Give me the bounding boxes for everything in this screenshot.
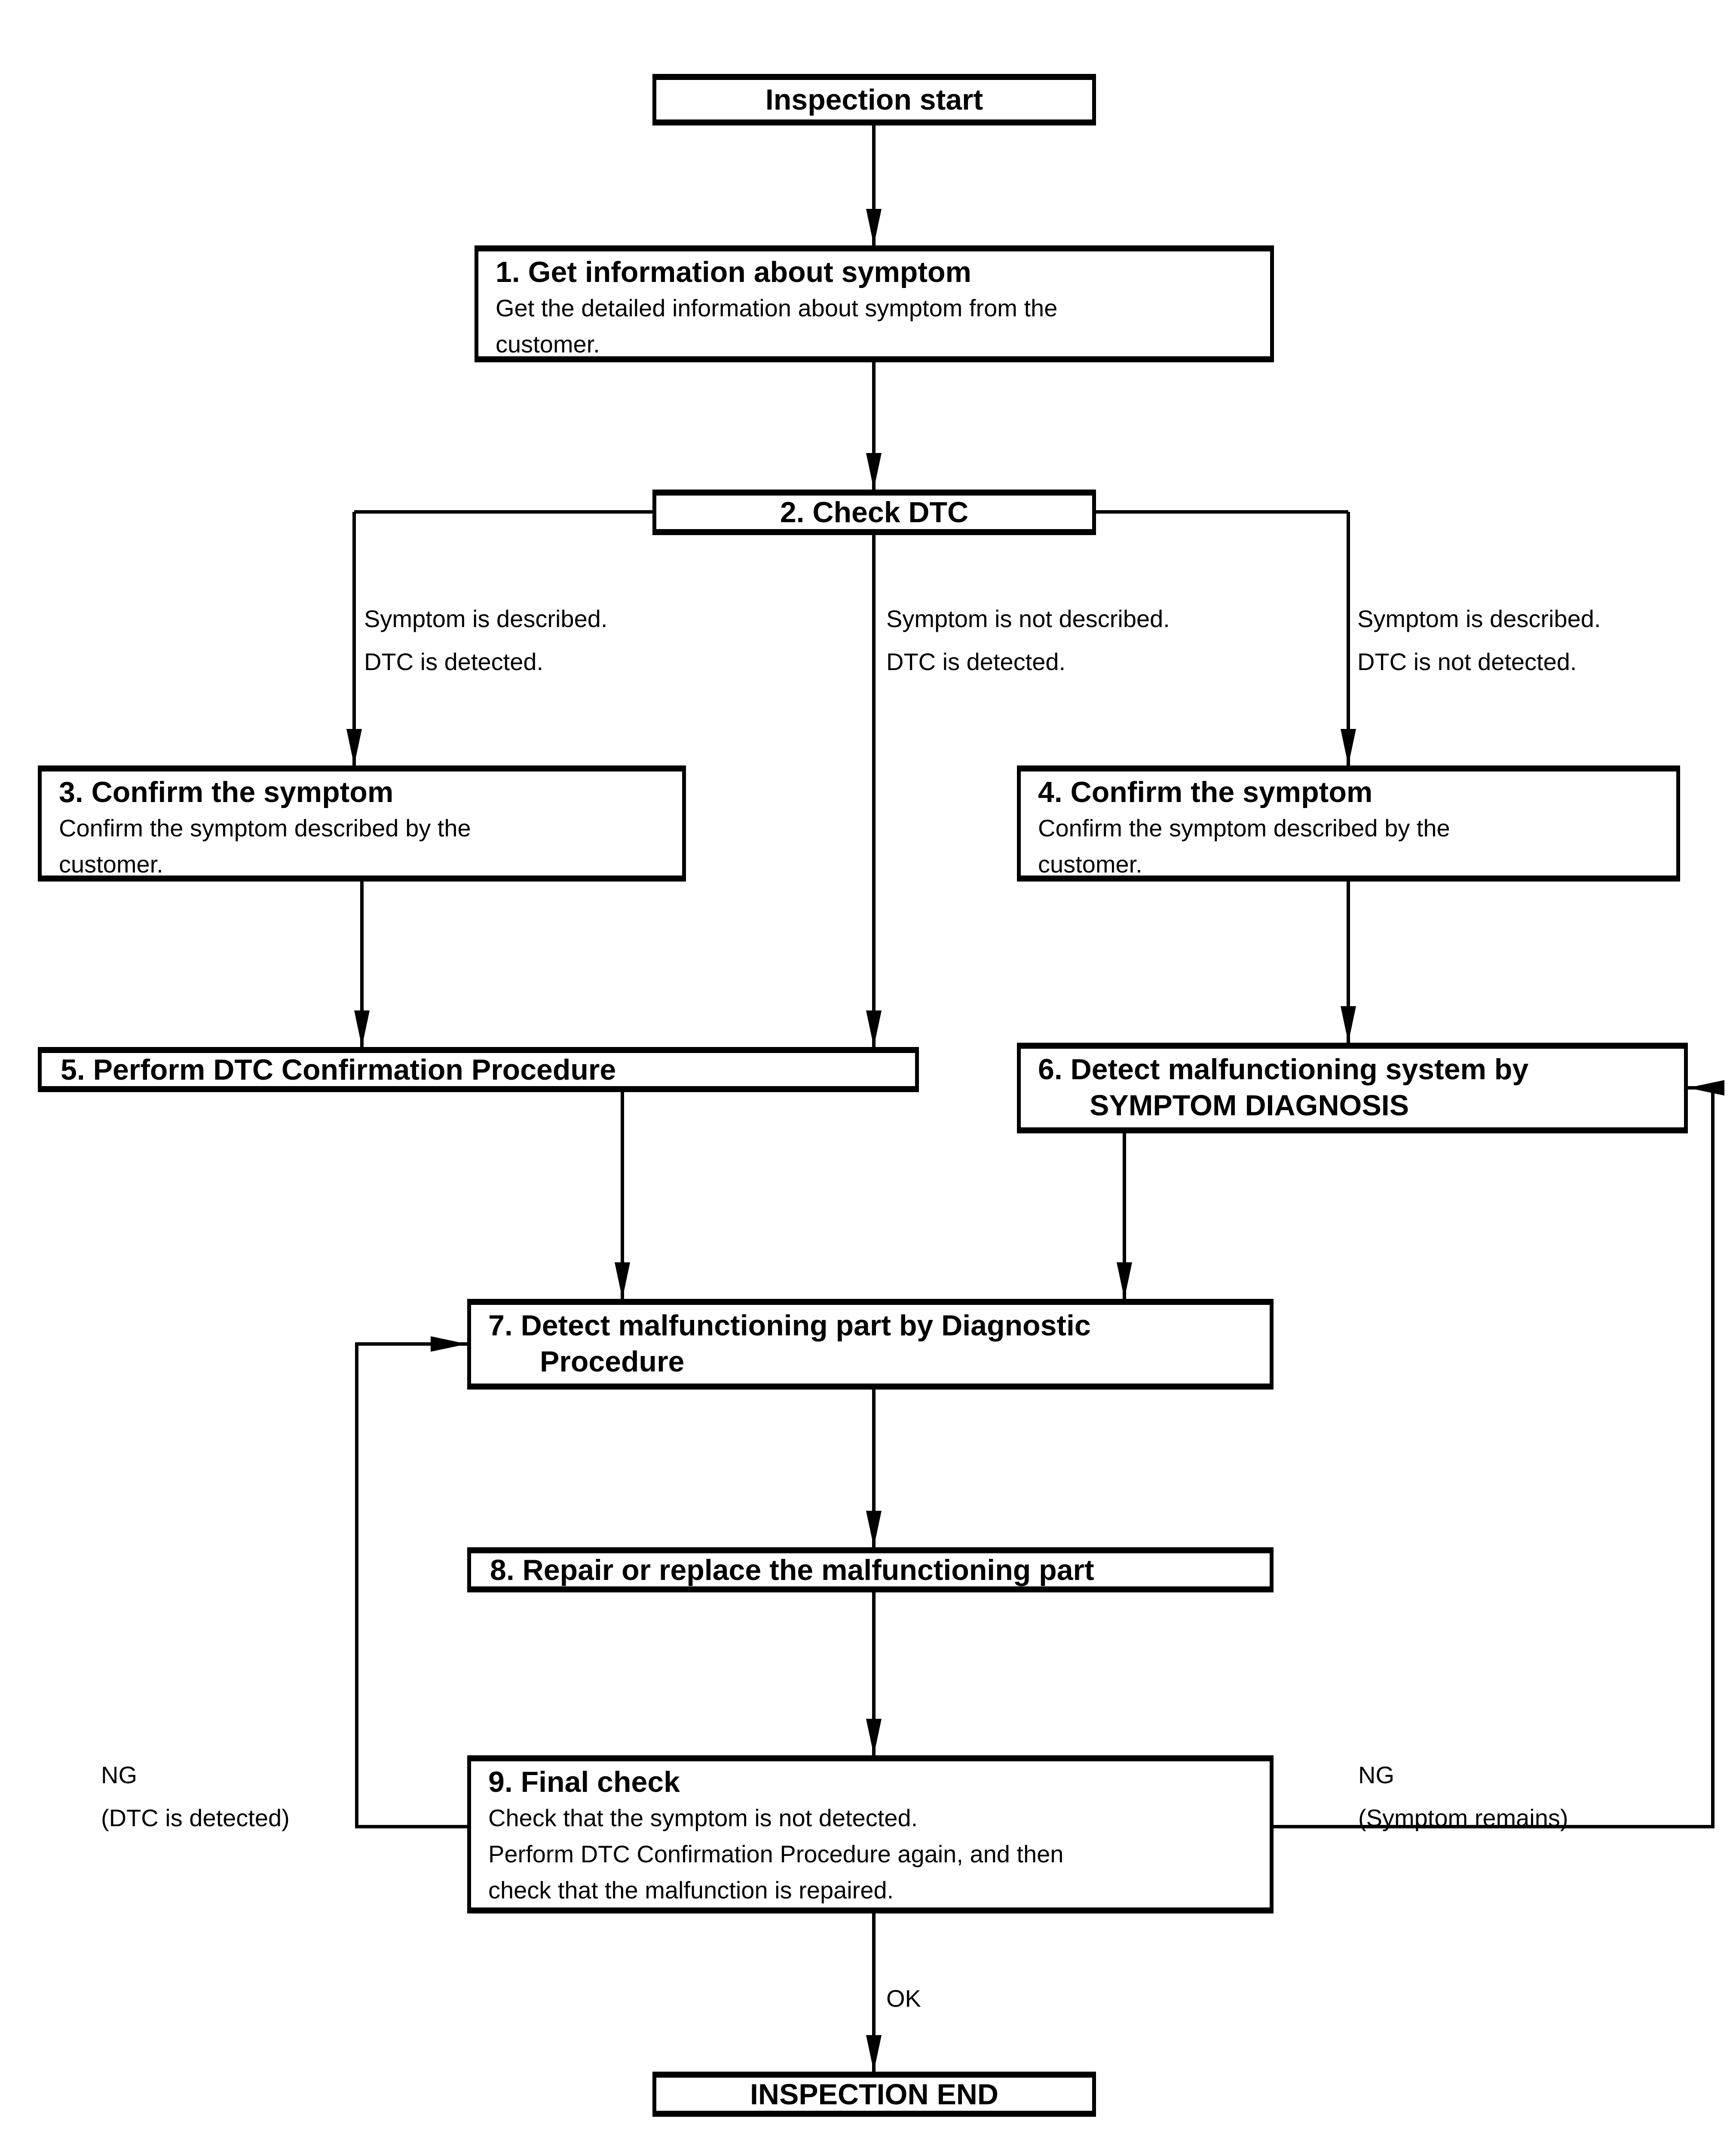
label-ng-right: NG (Symptom remains): [1358, 1754, 1568, 1840]
arrowhead-into-9: [866, 1719, 882, 1755]
connector-ng-left-bottom-horizontal: [355, 1825, 467, 1828]
label-line: DTC is detected.: [886, 648, 1066, 675]
arrowhead-ng-left-into-7: [431, 1336, 467, 1352]
node-title: 4. Confirm the symptom: [1038, 776, 1373, 808]
node-title: 6. Detect malfunctioning system by: [1038, 1053, 1529, 1086]
node-1-get-information: 1. Get information about symptom Get the…: [475, 245, 1274, 362]
arrowhead-ng-right-into-6: [1688, 1080, 1724, 1096]
label-line: (DTC is detected): [101, 1804, 290, 1831]
node-title: Inspection start: [765, 83, 983, 116]
node-title: INSPECTION END: [750, 2078, 999, 2111]
connector-ng-left-vertical: [355, 1344, 358, 1828]
connector-4-to-6: [1347, 882, 1350, 1043]
connector-6-to-7: [1123, 1133, 1126, 1299]
node-body-line: Get the detailed information about sympt…: [496, 294, 1058, 321]
label-line: NG: [101, 1761, 137, 1788]
node-9-final-check: 9. Final check Check that the symptom is…: [467, 1755, 1274, 1913]
arrowhead-5-into-7: [615, 1262, 630, 1299]
label-line: Symptom is described.: [364, 605, 608, 632]
node-6-detect-malfunctioning-system: 6. Detect malfunctioning system by SYMPT…: [1017, 1043, 1688, 1133]
connector-ng-right-vertical: [1711, 1088, 1715, 1828]
label-ng-left: NG (DTC is detected): [101, 1754, 290, 1840]
connector-1-to-2: [872, 362, 876, 490]
node-body-line: customer.: [59, 851, 163, 878]
node-7-detect-malfunctioning-part: 7. Detect malfunctioning part by Diagnos…: [467, 1299, 1274, 1390]
node-4-confirm-symptom: 4. Confirm the symptom Confirm the sympt…: [1017, 765, 1680, 882]
node-5-perform-dtc-confirmation: 5. Perform DTC Confirmation Procedure: [38, 1047, 919, 1092]
connector-9-to-end: [872, 1913, 876, 2072]
connector-branch-right-vertical: [1347, 512, 1350, 765]
node-body-line: Check that the symptom is not detected.: [488, 1804, 918, 1831]
arrowhead-into-3: [346, 729, 362, 765]
arrowhead-6-into-7: [1117, 1262, 1132, 1299]
node-title-line2: Procedure: [540, 1345, 685, 1378]
connector-2-left-horizontal: [354, 510, 652, 514]
label-line: OK: [886, 1985, 921, 2012]
node-8-repair-or-replace: 8. Repair or replace the malfunctioning …: [467, 1547, 1274, 1592]
node-body-line: Confirm the symptom described by the: [59, 814, 471, 842]
label-line: (Symptom remains): [1358, 1804, 1568, 1831]
arrowhead-3-into-5: [354, 1010, 370, 1047]
node-2-check-dtc: 2. Check DTC: [652, 490, 1096, 535]
connector-ng-right-bottom-horizontal: [1274, 1825, 1715, 1828]
connector-ng-left-top-horizontal: [355, 1342, 467, 1346]
node-body-line: check that the malfunction is repaired.: [488, 1877, 894, 1904]
connector-3-to-5: [360, 882, 364, 1047]
node-inspection-start: Inspection start: [652, 74, 1096, 126]
connector-branch-middle-vertical: [872, 535, 876, 1047]
label-ok: OK: [886, 1977, 921, 2020]
arrowhead-into-1: [866, 209, 882, 245]
label-line: NG: [1358, 1761, 1394, 1788]
label-line: DTC is detected.: [364, 648, 544, 675]
node-body-line: Confirm the symptom described by the: [1038, 814, 1450, 842]
arrowhead-into-4: [1341, 729, 1356, 765]
connector-8-to-9: [872, 1592, 876, 1755]
node-title: 2. Check DTC: [780, 496, 969, 529]
node-title: 9. Final check: [488, 1766, 680, 1798]
label-branch-left: Symptom is described. DTC is detected.: [364, 597, 607, 683]
arrowhead-2-into-5: [866, 1010, 882, 1047]
label-line: Symptom is described.: [1357, 605, 1601, 632]
node-title: 8. Repair or replace the malfunctioning …: [490, 1553, 1094, 1586]
connector-2-right-horizontal: [1096, 510, 1348, 514]
node-title: 7. Detect malfunctioning part by Diagnos…: [488, 1309, 1091, 1342]
label-branch-middle: Symptom is not described. DTC is detecte…: [886, 597, 1170, 683]
connector-start-to-1: [872, 126, 876, 245]
node-body-line: customer.: [496, 331, 600, 358]
node-title: 3. Confirm the symptom: [59, 776, 394, 808]
node-body-line: Perform DTC Confirmation Procedure again…: [488, 1840, 1064, 1867]
label-branch-right: Symptom is described. DTC is not detecte…: [1357, 597, 1601, 683]
node-title: 5. Perform DTC Confirmation Procedure: [61, 1053, 616, 1086]
connector-branch-left-vertical: [352, 512, 356, 765]
node-3-confirm-symptom: 3. Confirm the symptom Confirm the sympt…: [38, 765, 686, 882]
node-inspection-end: INSPECTION END: [652, 2072, 1096, 2117]
node-title-line2: SYMPTOM DIAGNOSIS: [1090, 1089, 1409, 1122]
label-line: DTC is not detected.: [1357, 648, 1577, 675]
arrowhead-into-8: [866, 1511, 882, 1547]
label-line: Symptom is not described.: [886, 605, 1170, 632]
node-body-line: customer.: [1038, 851, 1142, 878]
arrowhead-into-2: [866, 453, 882, 490]
node-title: 1. Get information about symptom: [496, 256, 971, 288]
arrowhead-into-6: [1341, 1006, 1356, 1043]
connector-5-to-7: [621, 1092, 624, 1299]
arrowhead-into-end: [866, 2035, 882, 2072]
connector-7-to-8: [872, 1390, 876, 1547]
